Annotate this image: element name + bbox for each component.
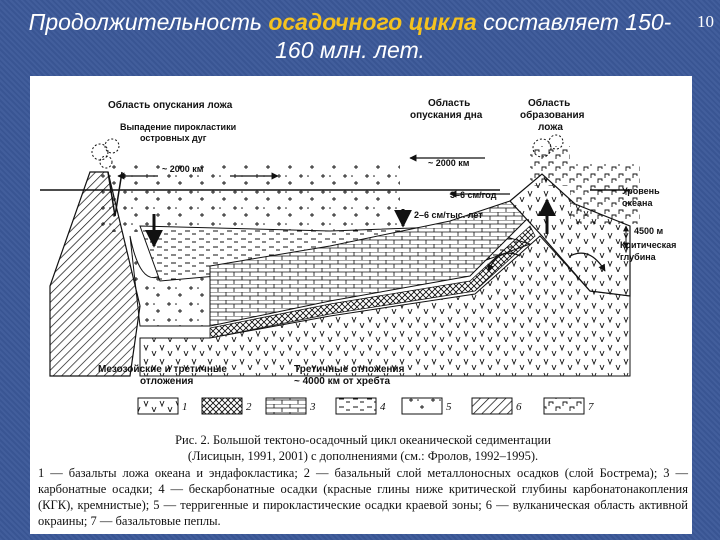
eruption-cloud-right xyxy=(532,134,564,158)
figure-caption: Рис. 2. Большой тектоно-осадочный цикл о… xyxy=(38,432,688,529)
caption-subtitle: (Лисицын, 1991, 2001) с дополнениями (см… xyxy=(187,449,539,463)
caption-title: Рис. 2. Большой тектоно-осадочный цикл о… xyxy=(175,433,551,447)
title-highlight: осадочного цикла xyxy=(268,9,477,35)
svg-text:4500 м: 4500 м xyxy=(634,226,664,236)
eruption-cloud-left xyxy=(91,138,120,169)
svg-text:4: 4 xyxy=(380,401,386,413)
slide-title: Продолжительность осадочного цикла соста… xyxy=(20,8,680,64)
svg-text:2: 2 xyxy=(246,401,252,413)
oceanic-basalt-floor xyxy=(139,235,631,377)
svg-text:2–6 см/тыс. лет: 2–6 см/тыс. лет xyxy=(414,210,483,220)
figure-panel: Область опускания ложа Выпадение пирокла… xyxy=(30,76,692,534)
svg-text:~ 2000 км: ~ 2000 км xyxy=(162,164,204,174)
svg-text:глубина: глубина xyxy=(620,252,657,262)
svg-text:~ 4000 км от хребта: ~ 4000 км от хребта xyxy=(294,375,391,387)
svg-text:Выпадение пирокластики: Выпадение пирокластики xyxy=(120,122,236,132)
svg-text:7: 7 xyxy=(588,401,594,413)
svg-text:островных дуг: островных дуг xyxy=(140,133,207,143)
svg-text:~ 2000 км: ~ 2000 км xyxy=(428,158,470,168)
svg-text:Критическая: Критическая xyxy=(620,240,676,250)
label-tertiary: Третичные отложения xyxy=(294,364,405,375)
svg-text:образования: образования xyxy=(520,109,585,121)
label-floor-subsidence: Область опускания ложа xyxy=(108,99,233,111)
ocean-cycle-diagram: Область опускания ложа Выпадение пирокла… xyxy=(40,97,676,415)
legend-swatch-6 xyxy=(471,397,513,415)
svg-text:3: 3 xyxy=(309,401,316,413)
legend-swatch-7 xyxy=(543,397,585,415)
title-part-1: Продолжительность xyxy=(28,9,269,35)
svg-text:ложа: ложа xyxy=(538,122,563,133)
svg-text:океана: океана xyxy=(622,198,653,208)
svg-text:3–6 см/год: 3–6 см/год xyxy=(450,190,497,200)
svg-text:Уровень: Уровень xyxy=(622,186,660,196)
legend-swatch-5 xyxy=(401,397,443,415)
slide-number: 10 xyxy=(697,12,714,31)
svg-text:1: 1 xyxy=(182,401,188,413)
svg-text:Область: Область xyxy=(528,97,570,109)
label-mesozoic: Мезозойские и третичные xyxy=(98,364,227,375)
svg-text:отложения: отложения xyxy=(140,376,194,387)
legend-swatch-2 xyxy=(201,397,243,415)
svg-text:6: 6 xyxy=(516,401,522,413)
svg-text:5: 5 xyxy=(446,401,452,413)
legend-swatch-1 xyxy=(137,397,179,415)
svg-text:Область: Область xyxy=(428,97,470,109)
svg-text:опускания дна: опускания дна xyxy=(410,110,483,121)
caption-legend-text: 1 — базальты ложа океана и эндафокластик… xyxy=(38,466,688,528)
basal-metalliferous-layer xyxy=(209,225,536,339)
legend: 1 2 3 4 5 6 7 xyxy=(137,397,594,415)
legend-swatch-4 xyxy=(335,397,377,415)
legend-swatch-3 xyxy=(265,397,307,415)
pyroclastic-fallout-area xyxy=(100,162,400,232)
title-part-2: составляет 150-160 млн. лет. xyxy=(275,9,672,63)
